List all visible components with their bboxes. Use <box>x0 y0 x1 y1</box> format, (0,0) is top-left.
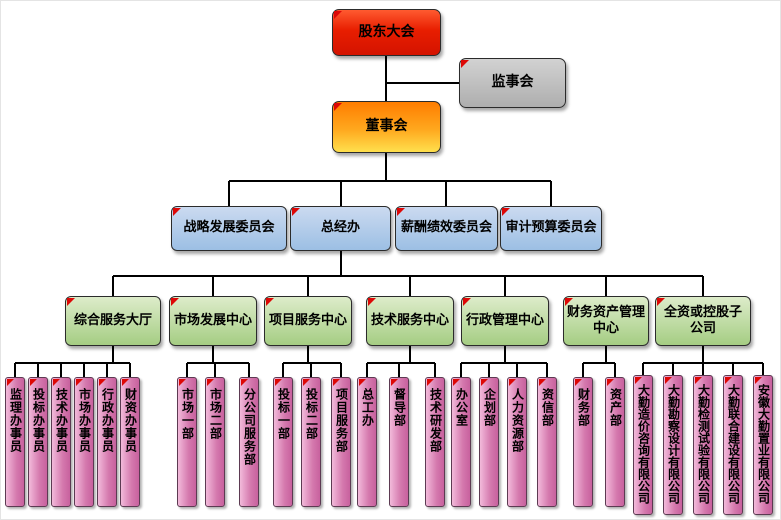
leaf-market-dept-1: 市场一部 <box>177 377 197 507</box>
leaf-label: 行政办事员 <box>100 388 115 453</box>
leaf-label: 市场二部 <box>208 388 223 440</box>
leaf-rd-dept: 技术研发部 <box>425 377 445 507</box>
leaf-hr-dept: 人力资源部 <box>507 377 527 507</box>
leaf-label: 大勤勘察设计有限公司 <box>666 384 681 504</box>
leaf-label: 分公司服务部 <box>242 388 257 466</box>
leaf-label: 投标一部 <box>276 388 291 440</box>
leaf-supervision-clerk: 监理办事员 <box>5 377 25 507</box>
node-tech-center: 技术服务中心 <box>366 296 454 346</box>
leaf-label: 大勤联合建设有限公司 <box>726 384 741 504</box>
leaf-label: 市场一部 <box>180 388 195 440</box>
leaf-branch-service-dept: 分公司服务部 <box>239 377 259 507</box>
leaf-cost-consulting-co: 大勤造价咨询有限公司 <box>633 375 653 515</box>
leaf-label: 投标办事员 <box>31 388 46 453</box>
leaf-finance-dept: 财务部 <box>573 377 593 507</box>
node-project-center: 项目服务中心 <box>264 296 352 346</box>
leaf-label: 大勤检测试验有限公司 <box>696 384 711 504</box>
leaf-label: 资信部 <box>540 388 555 427</box>
node-general-manager-office: 总经办 <box>290 206 391 251</box>
node-board-of-directors: 董事会 <box>332 101 441 153</box>
node-finance-center: 财务资产管理中心 <box>563 296 649 346</box>
leaf-market-dept-2: 市场二部 <box>205 377 225 507</box>
leaf-label: 财资办事员 <box>123 388 138 453</box>
leaf-label: 督导部 <box>392 388 407 427</box>
node-service-hall: 综合服务大厅 <box>65 296 161 346</box>
leaf-market-clerk: 市场办事员 <box>74 377 94 507</box>
leaf-label: 企划部 <box>482 388 497 427</box>
leaf-label: 大勤造价咨询有限公司 <box>636 384 651 504</box>
node-compensation-committee: 薪酬绩效委员会 <box>395 206 498 251</box>
node-audit-budget-committee: 审计预算委员会 <box>500 206 602 251</box>
leaf-label: 总工办 <box>360 388 375 427</box>
leaf-label: 安徽大勤置业有限公司 <box>756 384 771 504</box>
leaf-technical-clerk: 技术办事员 <box>51 377 71 507</box>
leaf-finance-clerk: 财资办事员 <box>120 377 140 507</box>
leaf-credit-dept: 资信部 <box>537 377 557 507</box>
node-shareholders-meeting: 股东大会 <box>332 9 441 56</box>
leaf-bidding-dept-2: 投标二部 <box>301 377 321 507</box>
leaf-general-office: 办公室 <box>451 377 471 507</box>
leaf-label: 办公室 <box>454 388 469 427</box>
leaf-label: 技术办事员 <box>54 388 69 453</box>
leaf-label: 资产部 <box>608 388 623 427</box>
leaf-label: 人力资源部 <box>510 388 525 453</box>
leaf-label: 市场办事员 <box>77 388 92 453</box>
leaf-bidding-clerk: 投标办事员 <box>28 377 48 507</box>
leaf-label: 投标二部 <box>304 388 319 440</box>
leaf-asset-dept: 资产部 <box>605 377 625 507</box>
leaf-planning-dept: 企划部 <box>479 377 499 507</box>
leaf-project-service-dept: 项目服务部 <box>331 377 351 507</box>
leaf-real-estate-co: 安徽大勤置业有限公司 <box>753 375 773 515</box>
leaf-admin-clerk: 行政办事员 <box>97 377 117 507</box>
leaf-label: 财务部 <box>576 388 591 427</box>
leaf-union-construction-co: 大勤联合建设有限公司 <box>723 375 743 515</box>
leaf-label: 技术研发部 <box>428 388 443 453</box>
node-strategy-committee: 战略发展委员会 <box>171 206 287 251</box>
leaf-label: 监理办事员 <box>8 388 23 453</box>
node-subsidiaries: 全资或控股子公司 <box>655 296 751 346</box>
node-supervisory-board: 监事会 <box>459 58 566 108</box>
leaf-survey-design-co: 大勤勘察设计有限公司 <box>663 375 683 515</box>
leaf-supervision-dept: 督导部 <box>389 377 409 507</box>
leaf-label: 项目服务部 <box>334 388 349 453</box>
leaf-testing-co: 大勤检测试验有限公司 <box>693 375 713 515</box>
node-admin-center: 行政管理中心 <box>461 296 549 346</box>
leaf-chief-engineer-office: 总工办 <box>357 377 377 507</box>
leaf-bidding-dept-1: 投标一部 <box>273 377 293 507</box>
node-market-center: 市场发展中心 <box>169 296 257 346</box>
